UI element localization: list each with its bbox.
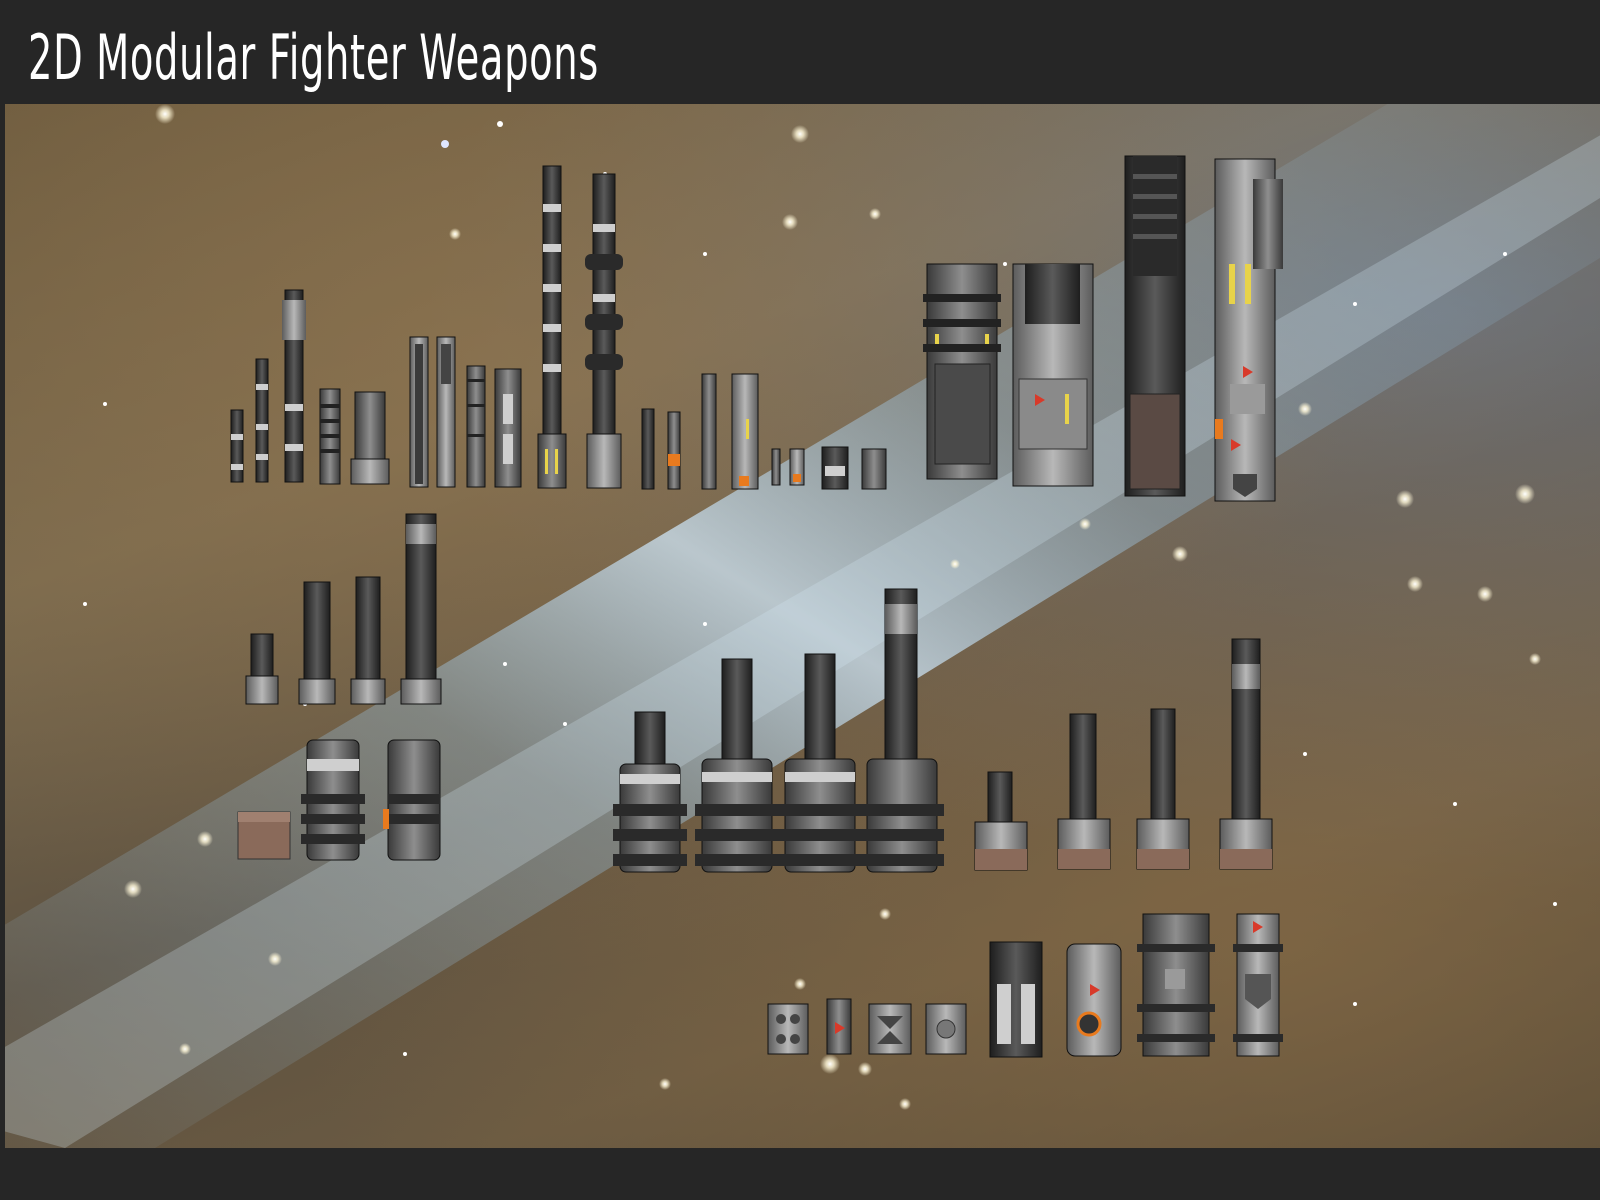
title-bar: 2D Modular Fighter Weapons — [0, 0, 1600, 104]
modules-row — [767, 913, 1283, 1058]
gatling-pods-small — [237, 739, 441, 861]
scene-svg — [5, 104, 1600, 1148]
bottom-bar — [0, 1148, 1600, 1200]
page-title: 2D Modular Fighter Weapons — [28, 21, 599, 94]
heavy-cannons — [923, 155, 1283, 502]
small-guns-row — [230, 165, 887, 490]
weapon-showcase — [5, 104, 1600, 1148]
gatling-pods-large — [613, 588, 944, 873]
small-gatlings — [245, 513, 442, 705]
nebula-band — [5, 104, 1600, 1148]
gatling-turrets — [974, 638, 1273, 871]
